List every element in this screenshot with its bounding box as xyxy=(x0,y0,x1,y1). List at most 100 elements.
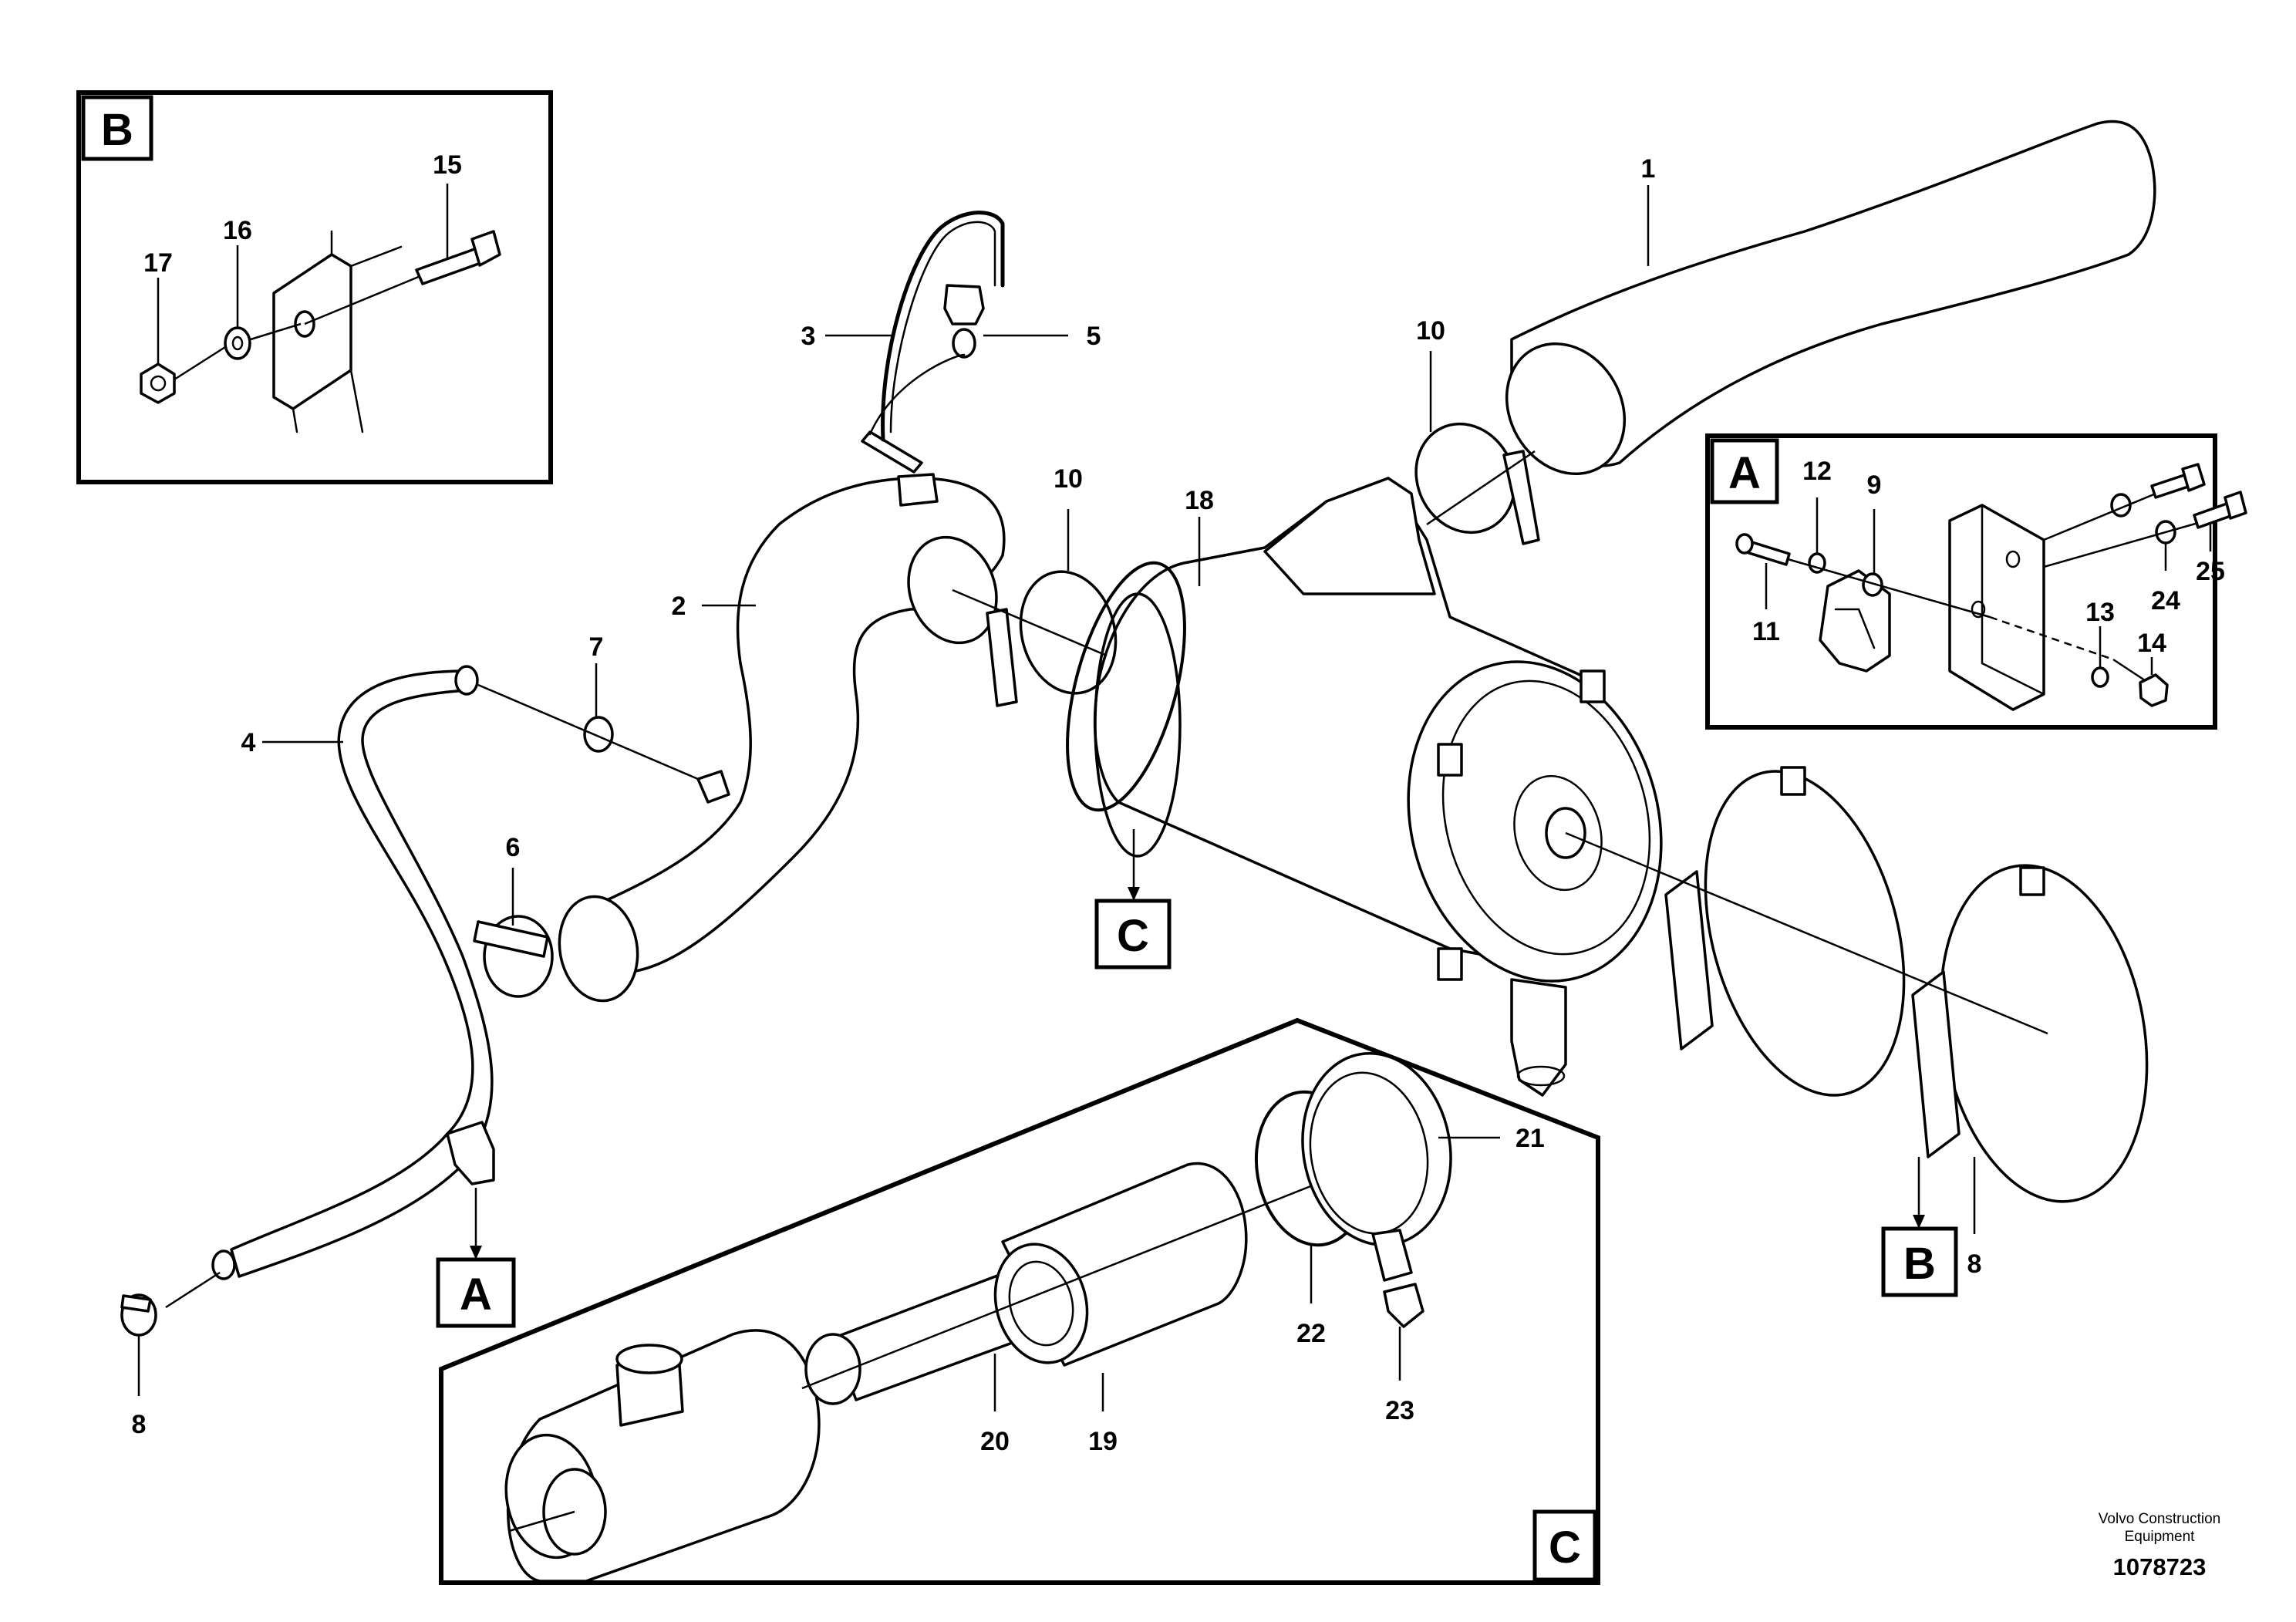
washer-16 xyxy=(224,326,251,360)
housing-inlet-18 xyxy=(1263,477,1436,595)
band-clamp-8-rear xyxy=(1939,864,2149,1203)
clamp-10-lower-screw xyxy=(986,608,1018,707)
callout-20: 20 xyxy=(980,1427,1010,1456)
axis-line-a3 xyxy=(2043,492,2156,541)
callout-10b: 10 xyxy=(1054,464,1083,494)
ref-c-label: C xyxy=(1117,911,1149,961)
ref-c-arrow xyxy=(1128,887,1140,901)
callout-25: 25 xyxy=(2196,557,2225,586)
housing-latch-3 xyxy=(1580,669,1606,703)
screw-11-head xyxy=(1735,533,1754,555)
band-clamp-8-front xyxy=(1704,770,1906,1097)
callout-17: 17 xyxy=(143,248,173,278)
ref-b-box xyxy=(1881,1226,1958,1297)
reference-tags: C A B xyxy=(436,829,1958,1328)
safety-filter-20-end xyxy=(804,1333,861,1405)
inset-a-frame xyxy=(1705,433,2217,730)
drain-valve xyxy=(1510,978,1567,1097)
callouts: 1 2 3 4 5 6 7 8 8 10 10 18 19 20 21 22 2 xyxy=(132,154,1982,1456)
callout-7: 7 xyxy=(589,632,604,662)
callout-4: 4 xyxy=(241,728,256,757)
washer-13 xyxy=(2091,666,2109,688)
axis-line-10-upper xyxy=(1426,450,1536,526)
ref-a-label: A xyxy=(460,1270,492,1320)
callout-22: 22 xyxy=(1296,1319,1326,1348)
footer-credit: Volvo Construction Equipment 1078723 xyxy=(2099,1511,2220,1580)
axis-line-a1 xyxy=(1787,558,1991,619)
callout-8b: 8 xyxy=(1967,1249,1982,1279)
ref-a-arrow xyxy=(470,1246,482,1259)
inset-c-frame xyxy=(439,1017,1600,1585)
callout-19: 19 xyxy=(1088,1427,1118,1456)
callout-21: 21 xyxy=(1515,1124,1545,1153)
sensor-stem xyxy=(861,430,923,474)
inset-c-label: C xyxy=(1549,1523,1581,1573)
clip-ear xyxy=(1862,572,1883,597)
bracket-hole-2 xyxy=(1971,600,1986,619)
housing-cover-ring xyxy=(1441,679,1651,956)
sensor-body-5 xyxy=(943,284,985,325)
housing-latch-2 xyxy=(1437,947,1463,981)
outlet-pipe-2-lower-mouth xyxy=(558,895,639,1003)
ref-c-box xyxy=(1094,899,1172,969)
intake-pipe-1-mouth xyxy=(1505,342,1627,476)
band-clamp-front-top xyxy=(1780,766,1806,796)
hose-clip xyxy=(446,1121,495,1185)
clamp-10-upper-screw xyxy=(1502,450,1540,545)
callout-2: 2 xyxy=(672,592,686,621)
callout-12: 12 xyxy=(1802,457,1832,486)
nut-17 xyxy=(140,363,176,404)
main-filter-19-end xyxy=(993,1243,1089,1364)
ref-b-label: B xyxy=(1903,1239,1936,1289)
band-clamp-rear-bracket xyxy=(1911,970,1961,1158)
axis-dash-a xyxy=(1989,615,2114,661)
axis-line-b3 xyxy=(174,346,226,381)
callout-9: 9 xyxy=(1867,470,1882,500)
credit-line-1: Volvo Construction xyxy=(2099,1511,2220,1527)
axis-line-clamps xyxy=(1565,831,2048,1035)
sensor-tube-3b xyxy=(889,221,996,433)
axis-line-c xyxy=(801,1148,1404,1390)
callout-10a: 10 xyxy=(1416,316,1445,346)
seal-ring-18 xyxy=(1066,561,1186,812)
bolt-top-head xyxy=(2181,463,2206,492)
band-clamp-front-bracket xyxy=(1664,870,1714,1050)
callout-14: 14 xyxy=(2137,629,2166,658)
hose-clamp-10-lower xyxy=(1019,570,1118,695)
housing-cover-center xyxy=(1513,774,1603,892)
inset-b-label: B xyxy=(101,105,133,155)
main-filter-19-end-inner xyxy=(1008,1260,1074,1347)
callout-8a: 8 xyxy=(132,1410,147,1439)
inset-c-tag xyxy=(1532,1509,1597,1582)
bolt-25-head xyxy=(2224,491,2247,520)
inset-a-tag xyxy=(1710,438,1779,504)
inset-c: C xyxy=(439,1017,1600,1585)
callout-18: 18 xyxy=(1185,486,1214,515)
hose-clamp-7 xyxy=(583,716,614,753)
cover-drain-stem xyxy=(1371,1229,1413,1282)
inset-b: B 15 16 17 xyxy=(76,90,553,484)
hose-clamp-6 xyxy=(483,915,554,998)
hose-4-lower-end xyxy=(211,1249,236,1280)
callout-11: 11 xyxy=(1752,617,1780,646)
hose-4-upper-end xyxy=(454,665,479,696)
intake-pipe-1 xyxy=(1510,120,2156,467)
filter-housing-small-inlet-top xyxy=(615,1344,683,1374)
axis-line-8 xyxy=(165,1271,221,1309)
callout-16: 16 xyxy=(223,216,252,245)
clamp-bracket-edge xyxy=(1981,504,2045,696)
bracket-hole-1 xyxy=(2005,550,2021,568)
nut-17-hole xyxy=(150,375,167,392)
sensor-tube-3 xyxy=(881,211,1005,442)
axis-line-b2 xyxy=(250,322,302,341)
inset-a: A 11 12 9 13 xyxy=(1705,433,2247,730)
ref-a-box xyxy=(436,1257,516,1328)
band-clamp-rear-top xyxy=(2019,866,2045,896)
drain-valve-ring xyxy=(1516,1065,1566,1087)
housing-latch-1 xyxy=(1437,743,1463,777)
sensor-link xyxy=(868,353,966,436)
bracket-edges xyxy=(292,230,403,433)
housing-cover xyxy=(1407,660,1663,983)
clamp-bracket xyxy=(1948,504,2045,711)
